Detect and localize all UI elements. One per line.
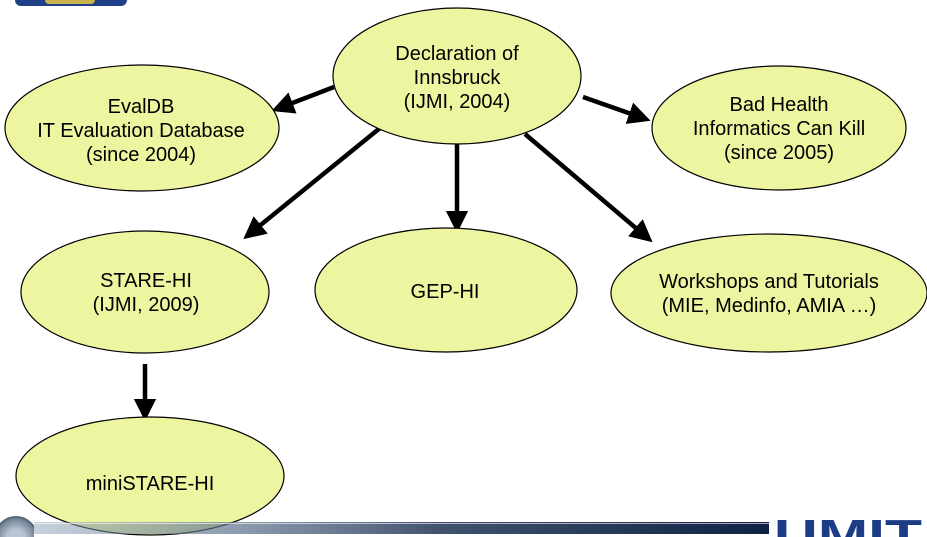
node-badhealth: Bad Health Informatics Can Kill (since 2… (693, 93, 865, 165)
node-ministare-shape (15, 416, 285, 536)
node-workshops-line-1: Workshops and Tutorials (659, 271, 879, 293)
node-gep-shape (314, 227, 578, 353)
logo-top (15, 0, 127, 6)
node-center-line-2: Innsbruck (413, 67, 501, 89)
node-center-line-3: (IJMI, 2004) (403, 91, 511, 113)
node-evaldb: EvalDB IT Evaluation Database (since 200… (37, 95, 245, 167)
node-center: Declaration of Innsbruck (IJMI, 2004) (395, 42, 518, 114)
node-stare-line-2: (IJMI, 2009) (92, 294, 200, 316)
node-gep: GEP-HI (411, 280, 480, 304)
arrow-to-evaldb (271, 84, 335, 114)
node-evaldb-line-3: (since 2004) (85, 144, 197, 166)
node-badhealth-line-1: Bad Health (729, 94, 829, 116)
node-evaldb-shape (4, 64, 280, 192)
node-stare-shape (20, 230, 270, 354)
arrow-to-badhealth (582, 94, 651, 124)
node-ministare: miniSTARE-HI (86, 472, 215, 496)
node-badhealth-shape (651, 65, 907, 191)
node-stare: STARE-HI (IJMI, 2009) (93, 269, 200, 317)
node-workshops-line-2: (MIE, Medinfo, AMIA …) (661, 295, 877, 317)
umit-logo-text: UMIT (774, 514, 922, 537)
university-seal-icon (0, 516, 34, 537)
node-center-shape (332, 7, 582, 145)
arrow-to-workshops (523, 132, 653, 243)
node-evaldb-line-1: EvalDB (107, 96, 175, 118)
node-evaldb-line-2: IT Evaluation Database (37, 120, 245, 142)
node-badhealth-line-3: (since 2005) (723, 142, 835, 164)
node-gep-line-1: GEP-HI (410, 281, 480, 303)
arrow-to-stare (243, 126, 382, 240)
umit-logo: UMIT (770, 514, 927, 537)
node-stare-line-1: STARE-HI (100, 270, 192, 292)
node-ministare-line-1: miniSTARE-HI (85, 473, 215, 495)
node-workshops-shape (610, 233, 927, 353)
node-center-line-1: Declaration of (395, 43, 519, 65)
node-badhealth-line-2: Informatics Can Kill (692, 118, 866, 140)
node-workshops: Workshops and Tutorials (MIE, Medinfo, A… (659, 270, 879, 318)
footer-bar (34, 522, 769, 534)
